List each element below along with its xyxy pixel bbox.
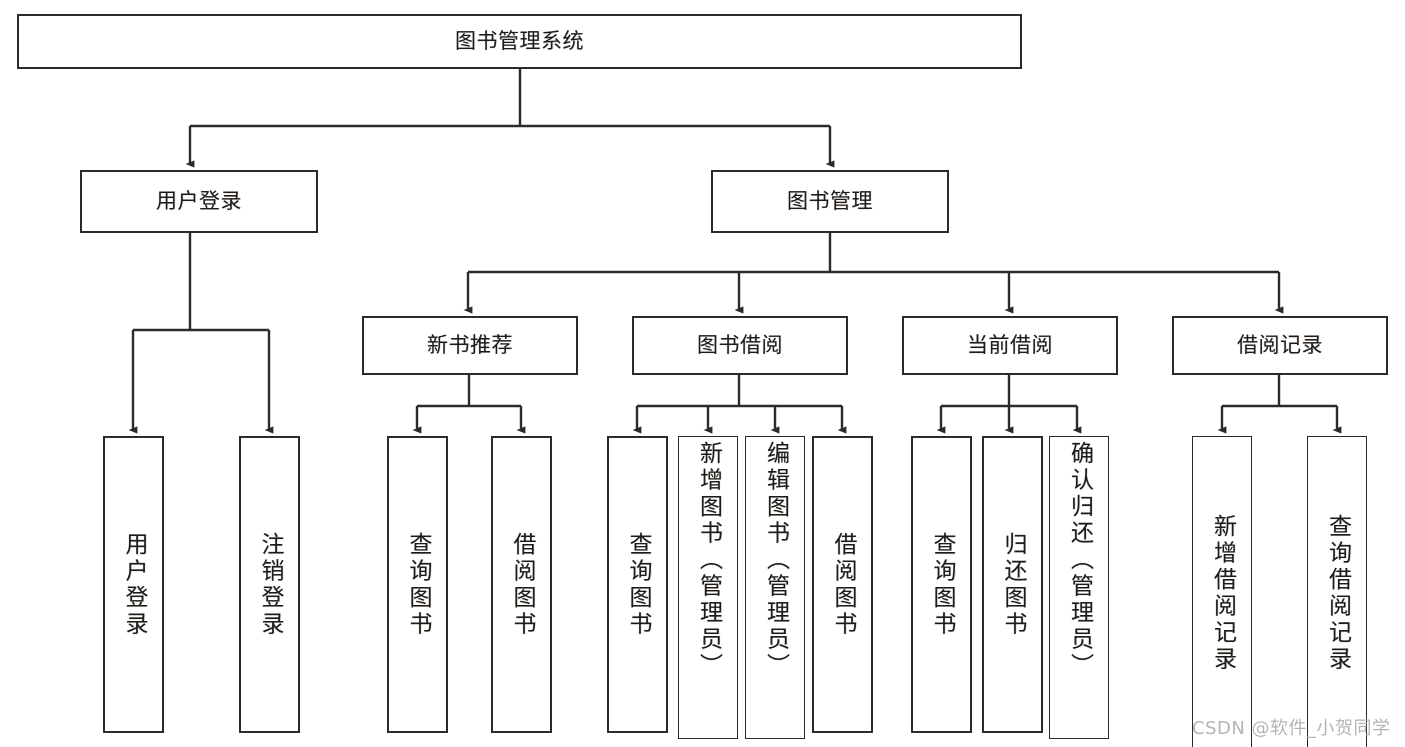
node-borrow-record-label: 借阅记录 (1237, 332, 1323, 357)
leaf-recommend-borrow-book[interactable]: 借阅图书 (491, 436, 552, 733)
leaf-current-return-book-label: 归还图书 (1000, 531, 1026, 638)
node-new-book-recommend[interactable]: 新书推荐 (362, 316, 578, 375)
node-current-borrow-label: 当前借阅 (967, 332, 1053, 357)
leaf-current-query-book[interactable]: 查询图书 (911, 436, 972, 733)
node-root-label: 图书管理系统 (455, 28, 584, 53)
node-root[interactable]: 图书管理系统 (17, 14, 1022, 69)
node-user-login-label: 用户登录 (156, 188, 242, 213)
leaf-borrow-edit-book-label: 编辑图书（管理员） (762, 441, 789, 680)
leaf-current-query-book-label: 查询图书 (929, 531, 955, 638)
leaf-current-confirm-return[interactable]: 确认归还（管理员） (1049, 436, 1109, 739)
leaf-borrow-query-book-label: 查询图书 (625, 531, 651, 638)
leaf-borrow-add-book-label: 新增图书（管理员） (695, 441, 722, 680)
csdn-watermark: CSDN @软件_小贺同学 (1192, 718, 1391, 739)
leaf-user-login[interactable]: 用户登录 (103, 436, 164, 733)
leaf-recommend-query-book-label: 查询图书 (405, 531, 431, 638)
leaf-current-confirm-return-label: 确认归还（管理员） (1066, 441, 1093, 680)
node-book-management[interactable]: 图书管理 (711, 170, 949, 233)
leaf-record-query[interactable]: 查询借阅记录 (1307, 436, 1367, 747)
leaf-user-login-label: 用户登录 (121, 531, 147, 638)
leaf-record-query-label: 查询借阅记录 (1324, 514, 1351, 673)
leaf-borrow-add-book[interactable]: 新增图书（管理员） (678, 436, 738, 739)
leaf-user-logout[interactable]: 注销登录 (239, 436, 300, 733)
leaf-recommend-query-book[interactable]: 查询图书 (387, 436, 448, 733)
leaf-record-add-label: 新增借阅记录 (1209, 514, 1236, 673)
leaf-recommend-borrow-book-label: 借阅图书 (509, 531, 535, 638)
leaf-user-logout-label: 注销登录 (257, 531, 283, 638)
node-user-login[interactable]: 用户登录 (80, 170, 318, 233)
node-borrow-record[interactable]: 借阅记录 (1172, 316, 1388, 375)
leaf-borrow-borrow-book-label: 借阅图书 (830, 531, 856, 638)
leaf-borrow-borrow-book[interactable]: 借阅图书 (812, 436, 873, 733)
node-book-management-label: 图书管理 (787, 188, 873, 213)
leaf-current-return-book[interactable]: 归还图书 (982, 436, 1043, 733)
leaf-record-add[interactable]: 新增借阅记录 (1192, 436, 1252, 747)
node-book-borrow-label: 图书借阅 (697, 332, 783, 357)
leaf-borrow-edit-book[interactable]: 编辑图书（管理员） (745, 436, 805, 739)
node-book-borrow[interactable]: 图书借阅 (632, 316, 848, 375)
node-current-borrow[interactable]: 当前借阅 (902, 316, 1118, 375)
node-new-book-recommend-label: 新书推荐 (427, 332, 513, 357)
leaf-borrow-query-book[interactable]: 查询图书 (607, 436, 668, 733)
